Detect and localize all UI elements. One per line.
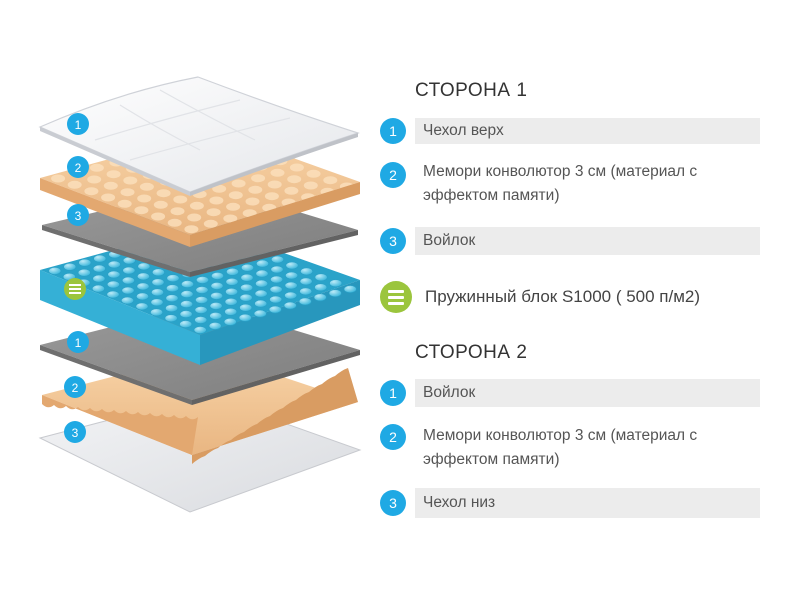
side-2-item-2: 2 Мемори конволютор 3 см (материал с эфф… (380, 424, 760, 476)
diagram-badge-side2-1: 1 (67, 331, 89, 353)
spring-block-icon (380, 281, 412, 313)
number-badge: 2 (380, 162, 406, 188)
mattress-layers-diagram: 1 2 3 1 2 3 (38, 76, 362, 513)
diagram-badge-spring (64, 278, 86, 300)
layer-top-cover (38, 76, 360, 196)
side-2-item-2-label: Мемори конволютор 3 см (материал с эффек… (423, 427, 698, 468)
side-2-item-1: 1 Войлок (380, 379, 760, 407)
diagram-badge-side2-3: 3 (64, 421, 86, 443)
number-badge: 1 (380, 118, 406, 144)
number-badge: 3 (380, 228, 406, 254)
spring-block-label: Пружинный блок S1000 ( 500 п/м2) (425, 287, 701, 306)
side-1-item-3: 3 Войлок (380, 227, 760, 255)
side-1-item-2: 2 Мемори конволютор 3 см (материал с эфф… (380, 160, 760, 212)
diagram-badge-side1-2: 2 (67, 156, 89, 178)
side-1-item-3-label: Войлок (415, 227, 760, 255)
diagram-badge-text: 1 (75, 336, 82, 350)
number-badge: 3 (380, 490, 406, 516)
side-1-item-1-label: Чехол верх (415, 118, 760, 144)
side-1-item-1: 1 Чехол верх (380, 118, 760, 144)
diagram-badge-text: 1 (75, 118, 82, 132)
side-1-item-2-label: Мемори конволютор 3 см (материал с эффек… (423, 163, 698, 204)
side-2-item-1-label: Войлок (415, 379, 760, 407)
side-1-title: СТОРОНА 1 (415, 80, 528, 101)
side-2-item-3-label: Чехол низ (415, 488, 760, 518)
spring-block-item: Пружинный блок S1000 ( 500 п/м2) (380, 281, 760, 315)
side-2-item-3: 3 Чехол низ (380, 488, 760, 518)
side-2-title: СТОРОНА 2 (415, 342, 528, 363)
diagram-badge-text: 3 (75, 209, 82, 223)
number-badge: 2 (380, 424, 406, 450)
diagram-badge-text: 3 (72, 426, 79, 440)
diagram-badge-side2-2: 2 (64, 376, 86, 398)
diagram-badge-side1-1: 1 (67, 113, 89, 135)
number-badge: 1 (380, 380, 406, 406)
diagram-badge-side1-3: 3 (67, 204, 89, 226)
diagram-badge-text: 2 (75, 161, 82, 175)
diagram-badge-text: 2 (72, 381, 79, 395)
